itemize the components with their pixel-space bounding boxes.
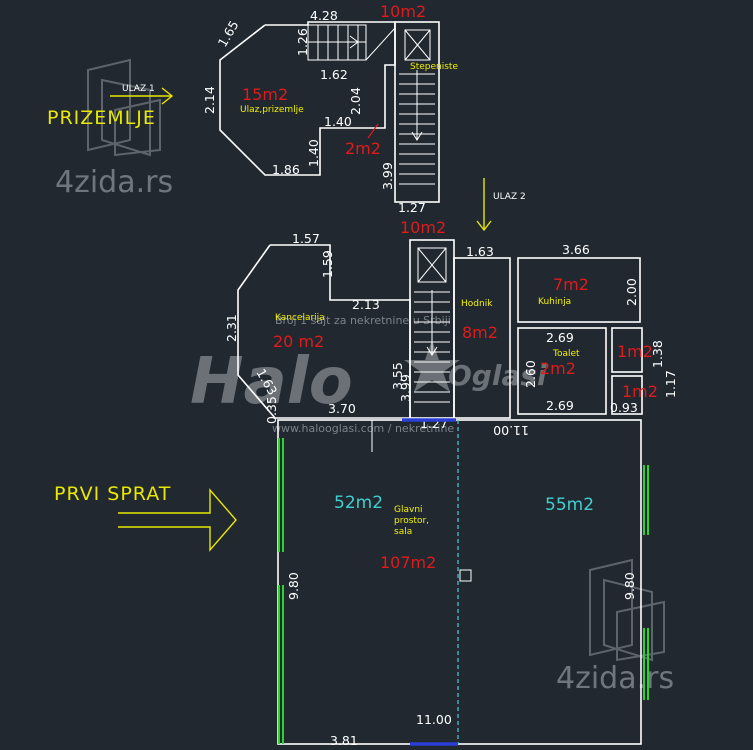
entrance-two-arrow-icon — [476, 178, 492, 232]
dim-main-left-height: 9.80 — [286, 572, 301, 600]
dim-main-bottom: 11.00 — [416, 712, 452, 727]
main-hall: 52m2 55m2 107m2 Glavni prostor, sala 11.… — [277, 418, 649, 748]
floor-ground-title: PRIZEMLJE — [47, 107, 156, 129]
halo-star-icon — [404, 340, 460, 392]
dim-office-inner-width: 2.13 — [352, 297, 380, 312]
first-floor-arrow-icon — [118, 488, 237, 552]
dim-hallway-width: 1.63 — [466, 244, 494, 259]
halo-tagline: Broj 1 sajt za nekretnine u Srbiji — [275, 314, 451, 327]
area-office: 20 m2 — [273, 332, 324, 351]
dim-ground-step-width: 1.62 — [320, 67, 348, 82]
area-toilet: 2m2 — [540, 359, 576, 378]
dim-ground-notch-height: 1.40 — [306, 139, 321, 167]
dim-office-small: 0.35 — [264, 396, 279, 424]
oglasi-watermark-text: Oglasi — [448, 359, 547, 392]
ground-entrance-walls — [219, 21, 396, 176]
room-main-line1: Glavni — [394, 505, 423, 515]
main-hall-walls — [277, 419, 642, 745]
area-top-stair: 10m2 — [380, 2, 426, 21]
room-hallway-label: Hodnik — [461, 299, 493, 309]
dim-wc-width: 0.93 — [610, 400, 638, 415]
kitchen-walls — [517, 257, 641, 323]
watermark-halooglasi: Halo Oglasi Broj 1 sajt za nekretnine u … — [190, 314, 547, 435]
room-kitchen-label: Kuhinja — [538, 297, 571, 307]
room-office-label: Kancelarija — [275, 313, 325, 323]
halo-url: www.halooglasi.com / nekretnine — [272, 422, 454, 435]
main-hall-column — [459, 569, 472, 582]
ground-floor: 4.28 1.65 1.26 2.14 1.62 2.04 1.40 1.40 … — [47, 2, 458, 215]
dim-ground-top-width: 4.28 — [310, 8, 338, 23]
area-hall-stair: 10m2 — [400, 218, 446, 237]
entrance-one-label: ULAZ 1 — [122, 84, 155, 94]
area-kitchen: 7m2 — [553, 275, 589, 294]
entrance-one-arrow-icon — [110, 87, 174, 105]
dim-ground-bottom-width: 1.86 — [272, 162, 300, 177]
dim-ground-left-height: 2.14 — [202, 86, 217, 114]
halo-watermark-text: Halo — [190, 345, 353, 419]
hallway-walls — [453, 257, 511, 419]
dim-office-right-height: 3.55 — [390, 362, 405, 390]
4zida-watermark-text-bottom: 4zida.rs — [556, 661, 674, 696]
dim-ground-inner-height: 2.04 — [348, 87, 363, 115]
area-main-left: 52m2 — [334, 493, 383, 513]
watermark-4zida-top: 4zida.rs — [55, 58, 173, 200]
dim-office-inner-height: 1.59 — [320, 250, 335, 278]
dim-kitchen-width: 3.66 — [562, 242, 590, 257]
4zida-logo-icon-bottom — [589, 558, 665, 662]
entrance-two-label: ULAZ 2 — [493, 192, 526, 202]
dim-office-top: 1.57 — [292, 231, 320, 246]
area-wc-two: 1m2 — [622, 382, 658, 401]
toilet-walls — [517, 327, 607, 415]
dim-ground-stair-height: 1.26 — [295, 28, 310, 56]
dim-kitchen-height: 2.00 — [624, 278, 639, 306]
dim-main-bottom-left: 3.81 — [330, 733, 358, 748]
area-hall: 8m2 — [462, 323, 498, 342]
area-small: 2m2 — [345, 139, 381, 158]
dim-ground-diagonal: 1.65 — [215, 18, 242, 50]
4zida-logo-icon — [87, 58, 161, 157]
room-toilet-label: Toalet — [552, 349, 580, 359]
dim-toilet-height: 2.60 — [523, 360, 538, 388]
room-main-line3: sala — [394, 527, 412, 537]
dim-main-right-height: 9.80 — [622, 572, 637, 600]
room-stairs-label: Stepeniste — [410, 62, 458, 72]
area-small-pointer — [367, 123, 379, 139]
dim-wc-two-height: 1.17 — [663, 370, 678, 398]
wc-two-walls — [611, 375, 643, 415]
dim-main-top: 11.00 — [493, 423, 529, 438]
area-entrance: 15m2 — [242, 85, 288, 104]
dim-office-left-height: 2.31 — [224, 314, 239, 342]
floor-first-title: PRVI SPRAT — [54, 483, 171, 505]
dim-toilet-bottom: 2.69 — [546, 398, 574, 413]
area-main-total: 107m2 — [380, 553, 436, 572]
room-entrance-label: Ulaz,prizemlje — [240, 105, 304, 115]
ground-stair-flight — [307, 24, 396, 61]
first-floor-upper: 1.57 1.59 2.13 2.31 1.63 0.35 3.70 3.55 … — [224, 218, 678, 431]
dim-ground-notch-width: 1.40 — [324, 114, 352, 129]
4zida-watermark-text: 4zida.rs — [55, 165, 173, 200]
ground-stairwell — [394, 21, 440, 203]
dim-toilet-top: 2.69 — [546, 330, 574, 345]
area-main-right: 55m2 — [545, 495, 594, 515]
dim-wc-one-height: 1.38 — [650, 340, 665, 368]
dim-ground-stair-width: 1.27 — [398, 200, 426, 215]
wc-one-walls — [611, 327, 643, 373]
dim-office-bottom: 3.70 — [328, 401, 356, 416]
dim-first-stair-length: 3.99 — [398, 374, 413, 402]
area-wc-one: 1m2 — [617, 342, 653, 361]
watermark-4zida-bottom: 4zida.rs — [556, 558, 674, 696]
room-main-line2: prostor, — [394, 516, 429, 526]
dim-ground-stair-length: 3.99 — [380, 162, 395, 190]
